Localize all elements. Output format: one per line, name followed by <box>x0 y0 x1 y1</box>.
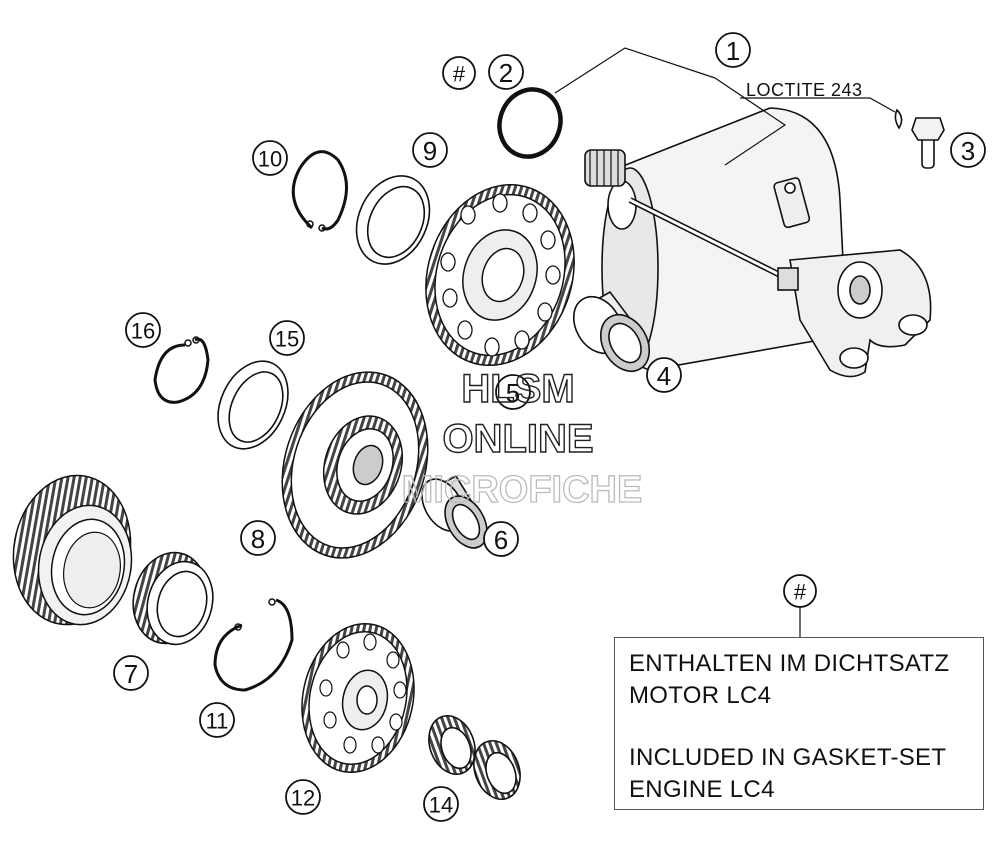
starter-gear-7 <box>12 474 133 626</box>
freewheel-7 <box>132 551 214 646</box>
svg-text:9: 9 <box>423 136 437 166</box>
callouts: 1 2 # 3 4 5 6 7 8 9 10 11 12 14 15 16 # <box>113 32 986 822</box>
circlip-10 <box>291 150 348 232</box>
svg-text:10: 10 <box>258 147 282 172</box>
loctite-label: LOCTITE 243 <box>746 80 863 100</box>
intermediate-gear-8 <box>281 371 429 559</box>
callout-3: 3 <box>950 132 986 168</box>
svg-text:8: 8 <box>251 524 265 554</box>
idler-gear-5 <box>425 183 575 367</box>
svg-text:2: 2 <box>499 58 513 88</box>
callout-1: 1 <box>715 32 751 68</box>
svg-text:11: 11 <box>206 709 229 734</box>
note-box: ENTHALTEN IM DICHTSATZ MOTOR LC4 INCLUDE… <box>614 637 984 810</box>
svg-text:#: # <box>453 62 466 87</box>
svg-text:16: 16 <box>131 319 155 344</box>
svg-text:6: 6 <box>494 525 508 555</box>
note-line-3: INCLUDED IN GASKET-SET <box>629 744 947 771</box>
note-line-1: ENTHALTEN IM DICHTSATZ <box>629 650 950 677</box>
callout-2: 2 <box>488 54 524 90</box>
note-line-2: MOTOR LC4 <box>629 682 772 709</box>
washer-9 <box>355 175 431 265</box>
callout-11: 11 <box>199 702 235 738</box>
needle-bearing-4 <box>572 290 651 373</box>
screw <box>894 108 945 169</box>
callout-15: 15 <box>269 320 305 356</box>
svg-text:5: 5 <box>506 378 520 408</box>
gear-12 <box>301 623 415 773</box>
svg-text:12: 12 <box>291 786 315 811</box>
callout-12: 12 <box>285 779 321 815</box>
svg-text:7: 7 <box>124 659 138 689</box>
callout-7: 7 <box>113 655 149 691</box>
callout-4: 4 <box>646 357 682 393</box>
starter-motor <box>584 107 932 378</box>
svg-text:#: # <box>794 580 807 605</box>
callout-hash-note: # <box>783 574 817 608</box>
callout-hash-top: # <box>442 56 476 90</box>
svg-text:15: 15 <box>275 327 299 352</box>
circlip-11 <box>213 598 294 692</box>
washer-15 <box>217 360 289 450</box>
callout-5: 5 <box>495 374 531 410</box>
svg-text:1: 1 <box>726 36 740 66</box>
callout-10: 10 <box>252 140 288 176</box>
callout-8: 8 <box>240 520 276 556</box>
svg-text:14: 14 <box>429 793 453 818</box>
o-ring <box>497 87 563 159</box>
watermark-line-1: HLSM <box>461 367 574 411</box>
note-line-4: ENGINE LC4 <box>629 776 775 803</box>
watermark: HLSM ONLINE MICROFICHE <box>401 366 643 511</box>
watermark-line-2: ONLINE <box>442 417 593 461</box>
svg-text:3: 3 <box>961 136 975 166</box>
circlip-16 <box>153 336 210 404</box>
leader-lines <box>554 47 896 637</box>
watermark-line-3: MICROFICHE <box>402 469 643 511</box>
callout-6: 6 <box>483 521 519 557</box>
callout-9: 9 <box>412 132 448 168</box>
needle-bearings-14 <box>428 715 521 800</box>
svg-text:4: 4 <box>657 361 671 391</box>
needle-bearing-6 <box>421 474 488 549</box>
callout-16: 16 <box>125 312 161 348</box>
callout-14: 14 <box>423 786 459 822</box>
